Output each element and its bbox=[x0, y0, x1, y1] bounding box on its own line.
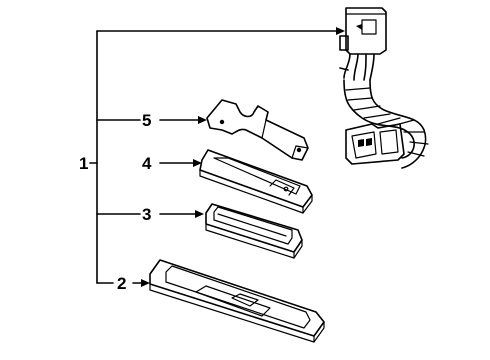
lens-window bbox=[195, 285, 271, 317]
bottom-connector-face bbox=[351, 131, 377, 159]
top-connector-window bbox=[361, 19, 377, 35]
callout-3: 3 bbox=[142, 205, 151, 224]
leader-lines bbox=[89, 27, 345, 287]
bezel-boss bbox=[269, 179, 295, 196]
bracket-fold bbox=[261, 119, 267, 139]
bezel-screw-hole bbox=[283, 186, 289, 192]
bezel-opening bbox=[213, 157, 301, 195]
arrowhead-5 bbox=[198, 116, 207, 124]
lens-cover bbox=[149, 259, 325, 343]
harness-sleeve-right bbox=[369, 79, 427, 169]
callout-2: 2 bbox=[117, 274, 126, 293]
lens-detail bbox=[231, 293, 259, 307]
housing-ridge bbox=[217, 213, 287, 237]
wire-2 bbox=[353, 53, 359, 81]
lamp-housing bbox=[205, 203, 303, 259]
arrowhead-2 bbox=[141, 279, 150, 287]
bottom-connector-body bbox=[345, 123, 405, 165]
bracket-hole-left bbox=[219, 119, 225, 125]
top-connector-body bbox=[345, 7, 387, 55]
arrowhead-3 bbox=[195, 210, 204, 218]
wire-3 bbox=[363, 53, 367, 81]
lens-recess bbox=[165, 265, 311, 329]
wire-1 bbox=[343, 53, 351, 79]
harness-ribs bbox=[345, 87, 429, 157]
arrowhead-connector bbox=[336, 27, 345, 35]
callout-labels: 1 5 4 3 2 bbox=[79, 111, 152, 293]
wiring-harness bbox=[339, 7, 429, 169]
top-connector-latch bbox=[356, 24, 362, 30]
bracket-hole-right bbox=[296, 147, 302, 153]
housing-inner bbox=[213, 206, 293, 245]
callout-5: 5 bbox=[142, 111, 151, 130]
bracket-tab bbox=[291, 145, 309, 159]
top-connector-clip bbox=[339, 35, 349, 51]
bottom-connector-lock bbox=[379, 129, 399, 155]
callout-4: 4 bbox=[142, 154, 152, 173]
arrowhead-4 bbox=[193, 159, 202, 167]
bottom-connector-pins bbox=[358, 138, 372, 147]
mounting-bracket bbox=[206, 99, 309, 161]
bezel bbox=[199, 149, 313, 214]
wire-tie bbox=[339, 67, 349, 71]
wire-4 bbox=[369, 53, 375, 81]
callout-1: 1 bbox=[79, 154, 88, 173]
bracket-outline bbox=[206, 99, 309, 161]
